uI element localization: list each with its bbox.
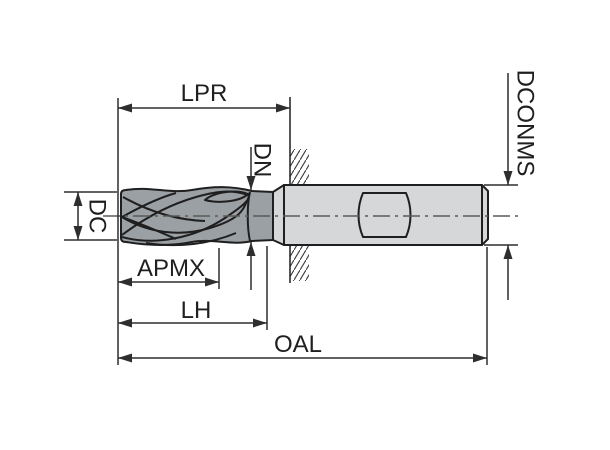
hatch-band-top (290, 149, 309, 185)
label-dn: DN (249, 143, 276, 178)
oal-arrow-left (118, 353, 132, 363)
label-oal: OAL (274, 331, 322, 358)
flute-land-oval (204, 190, 249, 203)
dc-arrow-down (73, 226, 83, 240)
lpr-arrow-left (118, 103, 132, 113)
lh-arrow-left (118, 318, 132, 328)
dimension-labels: LPR APMX LH OAL DC DN DCONMS (84, 70, 539, 358)
apmx-arrow-right (205, 277, 219, 287)
flute-helix-3 (122, 196, 206, 222)
shank-end-chamfer (481, 184, 489, 246)
weldon-flat (357, 192, 412, 238)
dconms-arrow-up (503, 245, 513, 259)
dimension-arrowheads (73, 103, 513, 363)
dn-arrow-down (246, 176, 256, 190)
tool-body (120, 184, 489, 247)
lpr-arrow-right (276, 103, 290, 113)
dconms-arrow-down (503, 171, 513, 185)
shank-section (272, 184, 489, 246)
dc-arrow-up (73, 192, 83, 206)
end-tooth-edge-upper (121, 192, 177, 218)
dn-arrow-up (246, 242, 256, 256)
flute-bottom-arc (145, 232, 237, 247)
label-dconms: DCONMS (512, 70, 539, 177)
apmx-arrow-left (118, 277, 132, 287)
label-lpr: LPR (181, 80, 228, 107)
neck-to-shank-chamfer (272, 184, 285, 246)
oal-arrow-right (473, 353, 487, 363)
end-tooth-edge-lower (121, 216, 177, 240)
flute-helix-2 (121, 200, 248, 234)
lh-arrow-right (253, 318, 267, 328)
label-apmx: APMX (137, 255, 205, 282)
hatch-band-bottom (290, 245, 309, 281)
label-dc: DC (84, 199, 111, 234)
label-lh: LH (181, 297, 212, 324)
